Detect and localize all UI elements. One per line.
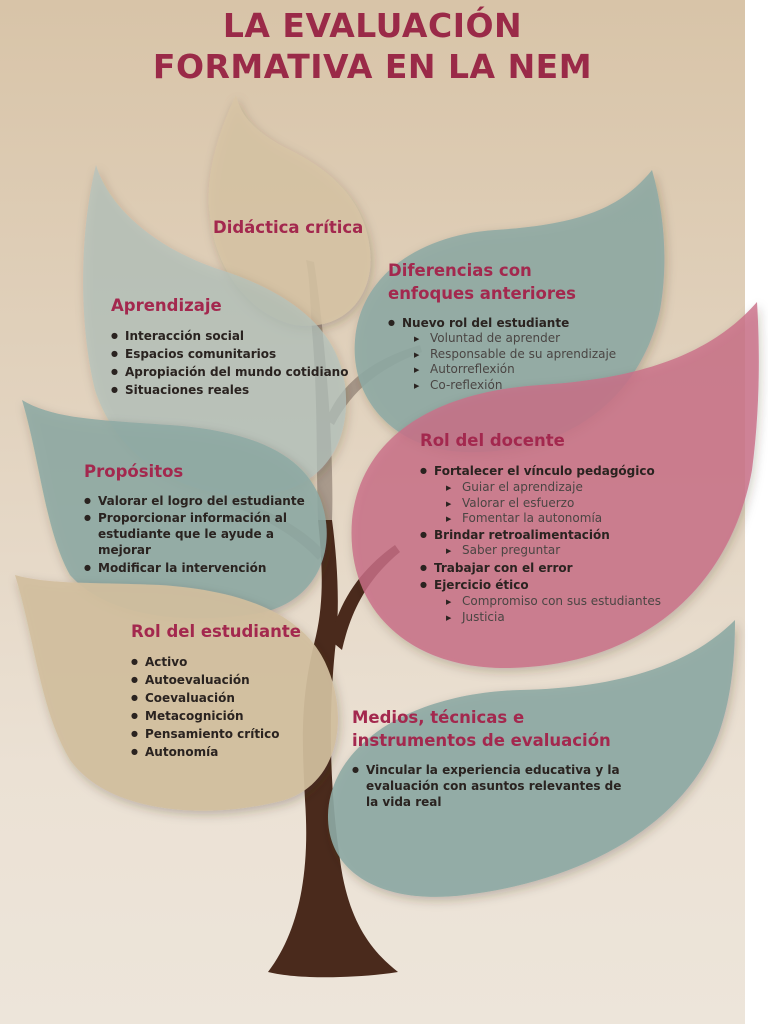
sub-list-item: Voluntad de aprender — [414, 331, 616, 347]
didactica-heading: Didáctica crítica — [213, 216, 363, 239]
sub-list-item: Valorar el esfuerzo — [446, 496, 602, 512]
diferencias-heading-line-1: Diferencias con — [388, 259, 532, 282]
list-item: Fortalecer el vínculo pedagógico — [420, 463, 655, 479]
diferencias-sublist: Voluntad de aprender Responsable de su a… — [414, 331, 616, 393]
sub-list-item: Justicia — [446, 610, 661, 626]
aprendizaje-heading: Aprendizaje — [111, 294, 222, 317]
list-item: Proporcionar información al estudiante q… — [84, 510, 330, 558]
list-item: Ejercicio ético — [420, 577, 573, 593]
list-item: Autonomía — [131, 743, 280, 761]
list-item: Pensamiento crítico — [131, 725, 280, 743]
list-item: Nuevo rol del estudiante — [388, 315, 569, 331]
list-item: Coevaluación — [131, 689, 280, 707]
title-line-2: FORMATIVA EN LA NEM — [0, 47, 745, 87]
medios-heading-line-1: Medios, técnicas e — [352, 706, 524, 729]
list-item: Apropiación del mundo cotidiano — [111, 363, 348, 381]
sub-list-item: Co-reflexión — [414, 378, 616, 394]
medios-heading-line-2: instrumentos de evaluación — [352, 729, 611, 752]
list-item: Brindar retroalimentación — [420, 527, 610, 543]
rol-docente-list-3: Trabajar con el error Ejercicio ético — [420, 560, 573, 593]
rol-docente-sublist-1: Guiar el aprendizaje Valorar el esfuerzo… — [446, 480, 602, 527]
list-item: Valorar el logro del estudiante — [84, 493, 334, 509]
sub-list-item: Fomentar la autonomía — [446, 511, 602, 527]
list-item: Vincular la experiencia educativa y la e… — [352, 762, 637, 810]
rol-estudiante-list: Activo Autoevaluación Coevaluación Metac… — [131, 653, 280, 761]
sub-list-item: Autorreflexión — [414, 362, 616, 378]
propositos-list: Valorar el logro del estudiante Proporci… — [84, 493, 334, 576]
propositos-heading: Propósitos — [84, 460, 183, 483]
rol-estudiante-heading: Rol del estudiante — [131, 620, 301, 643]
list-item: Modificar la intervención — [84, 560, 334, 576]
rol-docente-list-2: Brindar retroalimentación — [420, 527, 610, 543]
sub-list-item: Guiar el aprendizaje — [446, 480, 602, 496]
list-item: Espacios comunitarios — [111, 345, 348, 363]
list-item: Interacción social — [111, 327, 348, 345]
sub-list-item: Compromiso con sus estudiantes — [446, 594, 661, 610]
diferencias-list: Nuevo rol del estudiante — [388, 315, 569, 331]
sub-list-item: Saber preguntar — [446, 543, 560, 559]
list-item: Activo — [131, 653, 280, 671]
rol-docente-heading: Rol del docente — [420, 429, 565, 452]
list-item: Metacognición — [131, 707, 280, 725]
rol-docente-list-1: Fortalecer el vínculo pedagógico — [420, 463, 655, 479]
list-item: Autoevaluación — [131, 671, 280, 689]
rol-docente-sublist-4: Compromiso con sus estudiantes Justicia — [446, 594, 661, 625]
list-item: Trabajar con el error — [420, 560, 573, 576]
diferencias-heading-line-2: enfoques anteriores — [388, 282, 576, 305]
rol-docente-sublist-2: Saber preguntar — [446, 543, 560, 559]
list-item: Situaciones reales — [111, 381, 348, 399]
title-line-1: LA EVALUACIÓN — [0, 6, 745, 46]
medios-list: Vincular la experiencia educativa y la e… — [352, 762, 637, 810]
sub-list-item: Responsable de su aprendizaje — [414, 347, 616, 363]
aprendizaje-list: Interacción social Espacios comunitarios… — [111, 327, 348, 399]
